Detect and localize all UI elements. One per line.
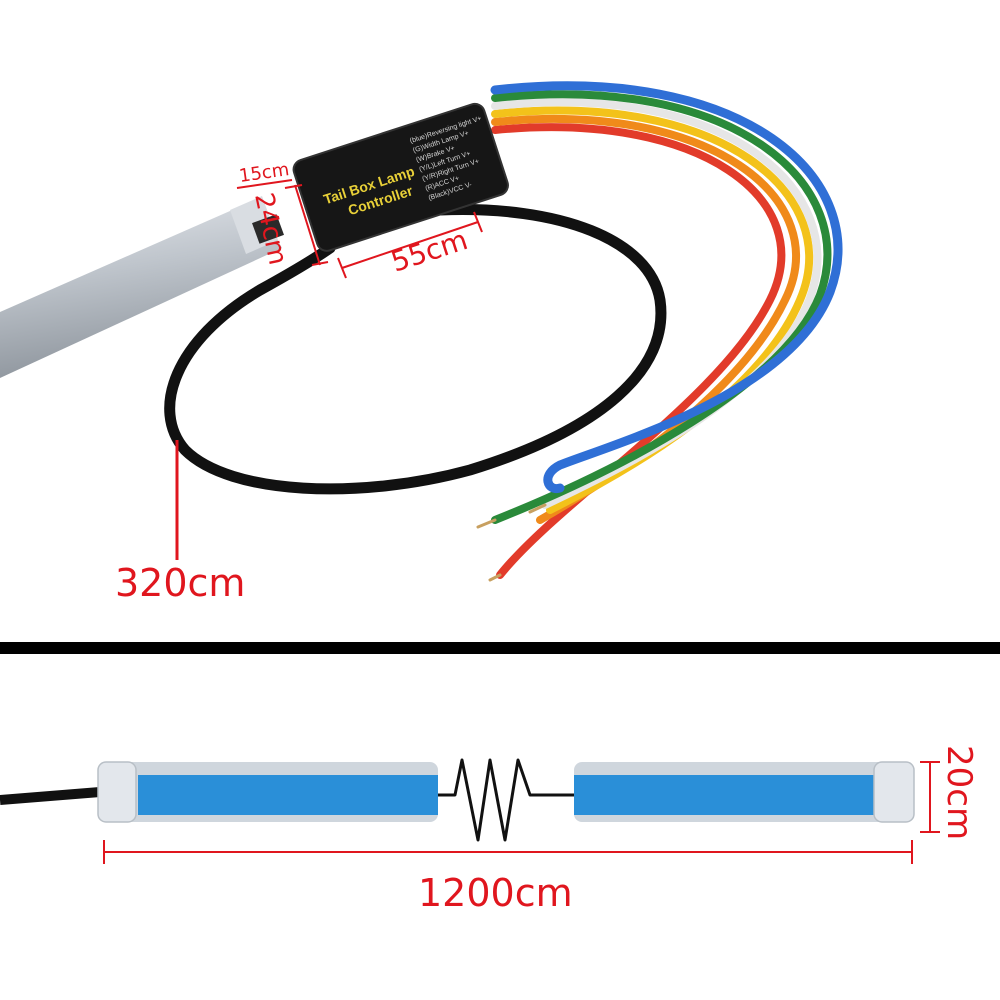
black-cable-loop: [164, 204, 667, 495]
strip-length-label: 1200cm: [418, 871, 573, 915]
strip-height-dimension: [920, 761, 940, 833]
strip-length-dimension: [103, 840, 913, 864]
aluminum-tube: [0, 196, 284, 378]
led-strip-right: [574, 761, 915, 823]
strip-lead-wire: [0, 787, 101, 805]
strip-height-label: 20cm: [939, 745, 979, 840]
led-strip-left: [97, 761, 438, 823]
wire-green: [491, 90, 832, 524]
box-length-label: 55cm: [387, 223, 472, 279]
wire-tips: [476, 503, 547, 582]
box-height-label: 15cm: [238, 159, 291, 187]
box-dimension-lines: [236, 179, 483, 279]
break-symbol: [438, 758, 574, 842]
wire-blue: [490, 81, 843, 494]
wire-bundle: [490, 81, 843, 579]
cable-length-label: 320cm: [115, 561, 245, 605]
section-divider: [0, 642, 1000, 654]
controller-box: Tail Box Lamp Controller (blue)Reversing…: [292, 102, 509, 252]
